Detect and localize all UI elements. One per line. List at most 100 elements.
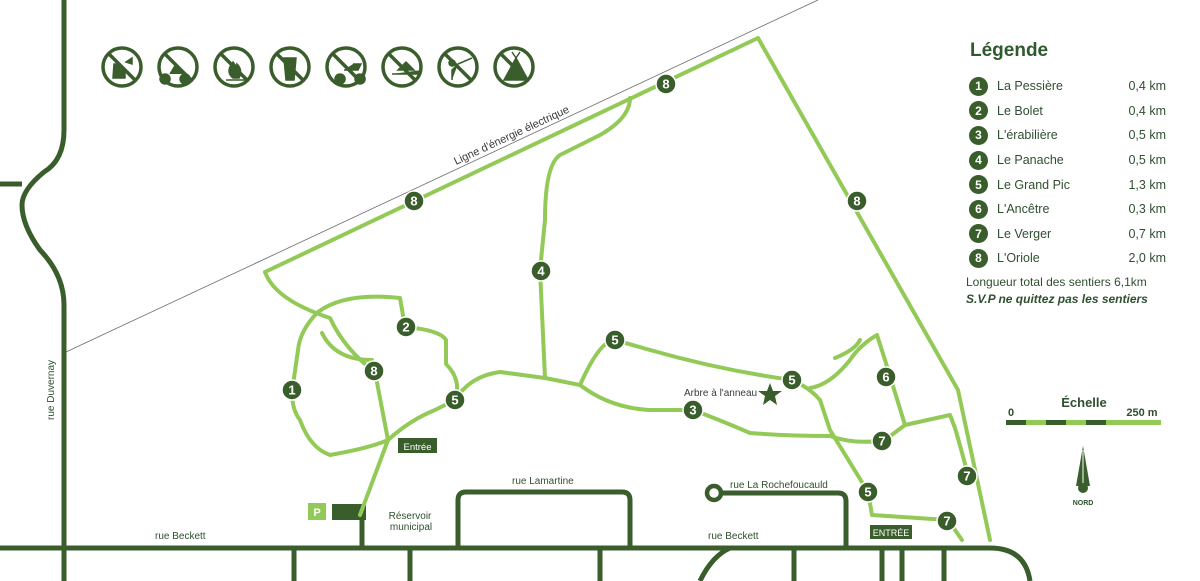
trail-2 xyxy=(316,294,460,402)
trail-marker-circle xyxy=(682,399,704,421)
trail-marker-number: 8 xyxy=(662,77,669,92)
trail-length: 2,0 km xyxy=(1128,251,1166,266)
trail-1 xyxy=(290,310,390,457)
no-litter-icon xyxy=(269,46,311,88)
trail-marker-circle xyxy=(363,360,385,382)
trail-5-west xyxy=(386,370,582,442)
trail-marker: 8 xyxy=(403,190,425,212)
trail-marker-circle xyxy=(781,369,803,391)
trail-marker-number: 7 xyxy=(943,514,950,529)
trail-marker-number: 8 xyxy=(853,194,860,209)
trail-marker-number: 5 xyxy=(611,333,618,348)
trail-marker: 5 xyxy=(857,481,879,503)
trail-number-badge: 5 xyxy=(969,175,988,195)
trail-marker: 7 xyxy=(871,430,893,452)
trail-marker-number: 2 xyxy=(402,320,409,335)
trail-6 xyxy=(808,333,907,427)
scale-max: 250 m xyxy=(1126,407,1157,419)
trail-name: Le Grand Pic xyxy=(997,177,1070,192)
trail-marker-circle xyxy=(395,316,417,338)
trail-8-north xyxy=(263,36,992,542)
scale-min: 0 xyxy=(1008,407,1014,419)
street-label-lamartine: rue Lamartine xyxy=(512,476,574,487)
trail-number-badge: 2 xyxy=(969,101,988,121)
scale-title: Échelle xyxy=(1061,395,1107,410)
trail-marker-circle xyxy=(956,465,978,487)
trail-length: 0,4 km xyxy=(1128,103,1166,118)
trail-marker-circle xyxy=(444,389,466,411)
tree-star-icon xyxy=(758,383,782,405)
trail-length: 0,4 km xyxy=(1128,79,1166,94)
street-label-duvernay: rue Duvernay xyxy=(46,360,57,420)
trail-number-badge: 4 xyxy=(969,150,988,170)
trail-8-west xyxy=(263,270,390,442)
trail-marker: 6 xyxy=(875,366,897,388)
street-beckett xyxy=(0,545,1033,581)
trail-marker-number: 5 xyxy=(451,393,458,408)
trail-number-badge: 3 xyxy=(969,125,988,145)
prohibited-icons xyxy=(101,46,535,88)
trail-length: 0,5 km xyxy=(1128,128,1166,143)
trail-marker-number: 3 xyxy=(689,403,696,418)
trail-number-badge: 6 xyxy=(969,199,988,219)
trail-name: La Pessière xyxy=(997,79,1064,94)
trail-name: Le Panache xyxy=(997,153,1064,168)
trail-marker: 5 xyxy=(604,329,626,351)
legend-notice: S.V.P ne quittez pas les sentiers xyxy=(966,291,1148,306)
trail-number-badge: 8 xyxy=(969,248,988,268)
trail-marker-number: 6 xyxy=(882,370,889,385)
trail-marker-circle xyxy=(846,190,868,212)
reservoir-label-line1: Réservoir xyxy=(389,511,432,522)
tree-label: Arbre à l'anneau xyxy=(684,388,757,399)
streets xyxy=(0,0,1033,581)
trail-markers: 8 8 8 4 2 8 1 5 5 5 3 6 7 7 5 7 xyxy=(281,73,978,532)
trail-7 xyxy=(828,413,970,477)
trail-entry-main xyxy=(358,438,390,517)
trail-6-loop xyxy=(833,338,862,360)
trails xyxy=(263,36,992,542)
trail-marker-circle xyxy=(936,510,958,532)
trail-5-south xyxy=(866,490,964,542)
street-label-larochefoucauld: rue La Rochefoucauld xyxy=(730,480,828,491)
street-label-beckett-east: rue Beckett xyxy=(708,531,759,542)
trail-marker: 4 xyxy=(530,260,552,282)
street-larochefoucauld xyxy=(722,490,849,548)
trail-length: 0,3 km xyxy=(1128,202,1166,217)
trail-name: Le Bolet xyxy=(997,103,1043,118)
entrance-badge xyxy=(398,438,437,453)
trail-marker-number: 4 xyxy=(537,264,545,279)
trail-marker: 2 xyxy=(395,316,417,338)
legend-item: 2 Le Bolet 0,4 km xyxy=(966,99,1166,124)
trail-marker-circle xyxy=(871,430,893,452)
trail-name: L'érabilière xyxy=(997,128,1058,143)
trail-name: L'Ancêtre xyxy=(997,202,1050,217)
trail-marker-number: 1 xyxy=(288,383,295,398)
trail-marker: 8 xyxy=(846,190,868,212)
trail-marker-number: 8 xyxy=(410,194,417,209)
street-curve-east xyxy=(697,545,732,581)
trail-marker-number: 7 xyxy=(878,434,885,449)
street-lamartine xyxy=(455,489,633,548)
legend-total: Longueur total des sentiers 6,1km xyxy=(966,274,1147,289)
legend-title: Légende xyxy=(970,40,1049,61)
trail-marker: 8 xyxy=(363,360,385,382)
reservoir-label-line2: municipal xyxy=(390,522,432,533)
trail-marker-number: 8 xyxy=(370,364,377,379)
trail-marker-circle xyxy=(875,366,897,388)
trail-marker: 5 xyxy=(781,369,803,391)
entrance-main-badge xyxy=(870,525,912,539)
north-label: NORD xyxy=(1073,500,1094,507)
trail-length: 0,7 km xyxy=(1128,226,1166,241)
trail-marker-circle xyxy=(403,190,425,212)
trail-marker-number: 7 xyxy=(963,469,970,484)
no-motorbikes-icon xyxy=(325,46,367,88)
street-label-beckett-west: rue Beckett xyxy=(155,531,206,542)
north-arrow-icon xyxy=(1076,446,1090,493)
